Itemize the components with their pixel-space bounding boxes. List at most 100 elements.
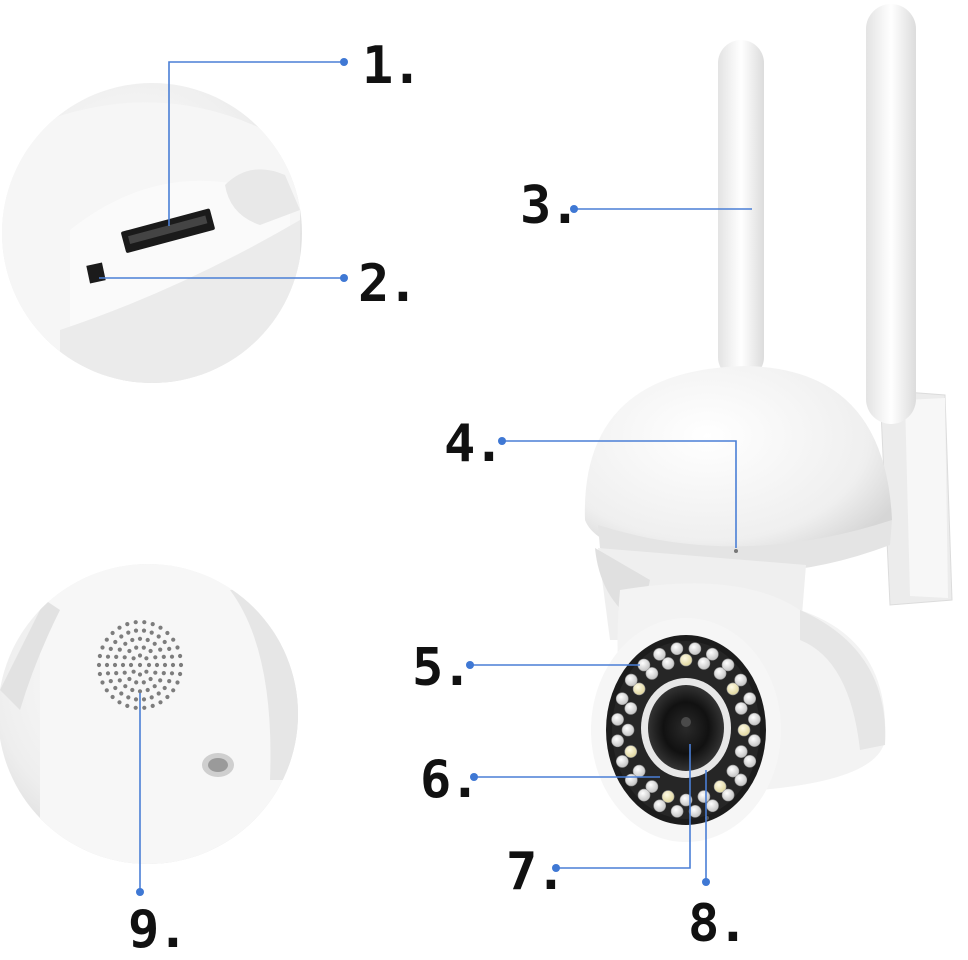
- leader-dot-9: [136, 888, 144, 896]
- speaker-grille-detail: [0, 564, 298, 864]
- led-icon: [645, 780, 659, 793]
- led-icon: [688, 642, 702, 656]
- speaker-hole: [137, 672, 143, 677]
- speaker-hole: [133, 620, 138, 625]
- speaker-hole: [110, 630, 115, 636]
- led-icon: [611, 713, 624, 726]
- led-icon: [615, 755, 629, 768]
- leader-dot-3: [570, 205, 578, 213]
- led-icon: [653, 647, 666, 661]
- speaker-hole: [134, 645, 139, 650]
- speaker-hole: [149, 630, 154, 635]
- led-icon: [743, 754, 757, 768]
- leader-lines: [99, 61, 752, 892]
- led-icon: [734, 673, 748, 687]
- speaker-hole: [148, 648, 153, 654]
- speaker-hole: [165, 694, 170, 700]
- speaker-hole: [152, 684, 157, 689]
- leader-dot-6: [470, 773, 478, 781]
- lens-icon: [648, 685, 724, 771]
- led-icon: [611, 734, 624, 748]
- led-icon: [645, 667, 659, 680]
- speaker-hole: [178, 662, 184, 668]
- speaker-hole: [105, 671, 111, 676]
- speaker-hole: [175, 680, 180, 685]
- speaker-hole: [137, 662, 143, 668]
- speaker-hole: [178, 653, 183, 659]
- callout-label-6: 6.: [420, 750, 481, 810]
- led-icon: [705, 647, 719, 661]
- callout-label-2: 2.: [358, 254, 419, 314]
- speaker-hole: [145, 637, 150, 643]
- speaker-hole: [150, 622, 155, 627]
- led-icon: [624, 702, 638, 715]
- speaker-hole: [167, 679, 172, 684]
- speaker-hole: [113, 639, 118, 645]
- leader-line-7: [556, 744, 691, 869]
- speaker-hole: [110, 694, 115, 700]
- leader-dot-8: [702, 878, 710, 886]
- callout-label-7: 7.: [506, 842, 567, 902]
- speaker-hole: [167, 646, 172, 652]
- speaker-hole: [123, 641, 128, 646]
- led-icon: [624, 773, 638, 787]
- speaker-hole: [105, 654, 111, 659]
- speaker-hole: [145, 687, 150, 693]
- speaker-hole: [137, 636, 143, 641]
- speaker-hole: [156, 691, 161, 696]
- speaker-hole: [171, 688, 176, 693]
- speaker-hole: [122, 655, 127, 660]
- speaker-hole: [144, 669, 149, 674]
- speaker-hole: [117, 678, 122, 683]
- speaker-hole: [158, 678, 163, 683]
- leader-line-4: [502, 440, 737, 548]
- speaker-hole: [169, 671, 175, 676]
- speaker-hole: [119, 634, 124, 639]
- speaker-hole: [126, 695, 131, 700]
- speaker-hole: [171, 637, 176, 642]
- speaker-hole: [119, 691, 124, 696]
- leader-dot-7: [552, 864, 560, 872]
- antenna-right-icon: [866, 4, 916, 424]
- speaker-hole: [113, 685, 118, 691]
- leader-dot-2: [340, 274, 348, 282]
- speaker-hole: [134, 680, 139, 685]
- speaker-hole: [127, 676, 132, 682]
- speaker-hole: [158, 700, 163, 705]
- speaker-hole: [148, 676, 153, 682]
- led-icon: [637, 788, 651, 802]
- speaker-hole: [112, 662, 118, 668]
- speaker-hole: [97, 653, 102, 659]
- speaker-hole: [127, 648, 132, 654]
- leader-dot-4: [498, 437, 506, 445]
- led-icon: [670, 642, 684, 656]
- speaker-hole: [161, 654, 166, 660]
- speaker-hole: [165, 630, 170, 636]
- callout-label-4: 4.: [444, 414, 505, 474]
- speaker-hole: [117, 625, 122, 630]
- sd-card-slot-detail: [2, 83, 302, 383]
- speaker-hole: [141, 628, 147, 633]
- led-icon: [706, 799, 719, 813]
- speaker-hole: [150, 703, 155, 709]
- speaker-hole: [128, 662, 134, 668]
- speaker-hole: [149, 695, 154, 700]
- speaker-hole: [96, 662, 102, 668]
- led-icon: [734, 773, 748, 787]
- speaker-hole: [137, 689, 143, 694]
- callout-label-3: 3.: [520, 176, 581, 236]
- speaker-hole: [125, 703, 130, 709]
- speaker-hole: [154, 662, 160, 668]
- antenna-left-icon: [718, 40, 764, 380]
- speaker-hole: [153, 670, 158, 675]
- speaker-hole: [131, 656, 136, 661]
- led-icon: [624, 745, 638, 758]
- speaker-hole: [142, 620, 147, 625]
- speaker-hole: [133, 628, 139, 633]
- led-icon: [632, 682, 646, 696]
- led-icon: [721, 788, 735, 802]
- led-icon: [726, 682, 740, 696]
- speaker-hole: [161, 671, 166, 676]
- speaker-hole: [100, 680, 105, 685]
- led-icon: [688, 804, 702, 818]
